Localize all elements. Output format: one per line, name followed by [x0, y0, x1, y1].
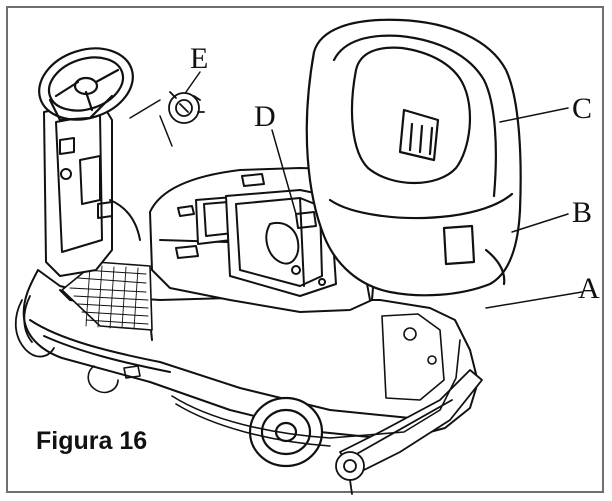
- steering-wheel: [38, 47, 134, 122]
- brush-deck: [171, 313, 461, 447]
- operator-seat: [305, 18, 522, 297]
- callout-c: C: [572, 92, 593, 125]
- callout-b: B: [572, 196, 593, 229]
- callout-e: E: [190, 42, 209, 75]
- front-caster: [87, 365, 141, 394]
- callout-d: D: [254, 100, 276, 133]
- leader-lines: [129, 71, 583, 309]
- steering-column: [43, 99, 141, 277]
- rear-wheel: [248, 396, 324, 468]
- callout-a: A: [578, 272, 600, 305]
- front-bumper: [14, 295, 55, 358]
- figure-frame: [6, 6, 604, 493]
- detail-e-inset: [168, 91, 205, 124]
- figure-caption: Figura 16: [36, 427, 148, 455]
